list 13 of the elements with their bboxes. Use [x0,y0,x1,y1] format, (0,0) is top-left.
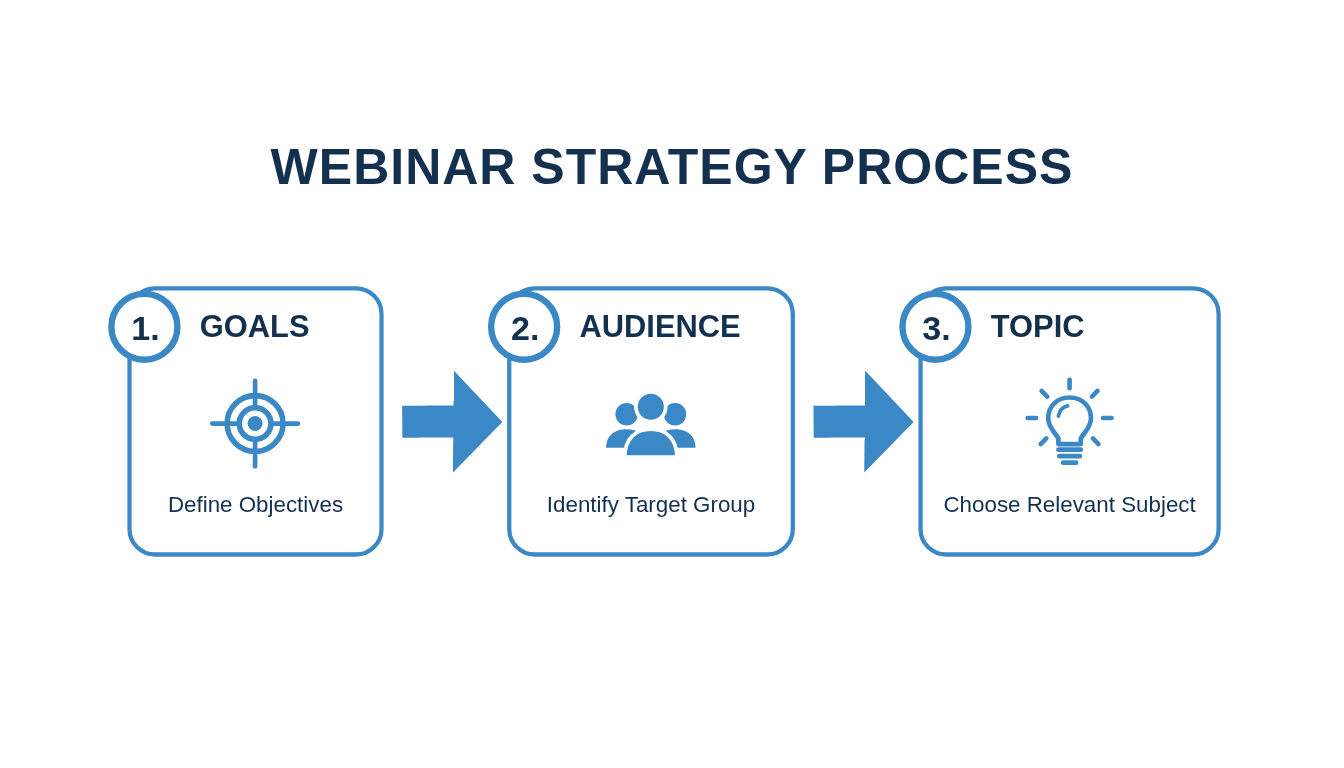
node-box [127,286,384,557]
diagram-title: WEBINAR STRATEGY PROCESS [269,138,1075,196]
step-title: GOALS [199,308,310,346]
step-description: Choose Relevant Subject [942,490,1197,519]
step-number-circle: 2. [487,290,561,363]
step-number-circle: 1. [108,290,181,363]
step-number-circle: 3. [899,290,972,363]
node-box [918,286,1221,557]
step-description: Identify Target Group [545,490,757,519]
step-title: AUDIENCE [579,308,741,346]
node-box [507,286,795,557]
step-title: TOPIC [990,308,1085,346]
step-description: Define Objectives [166,490,345,519]
